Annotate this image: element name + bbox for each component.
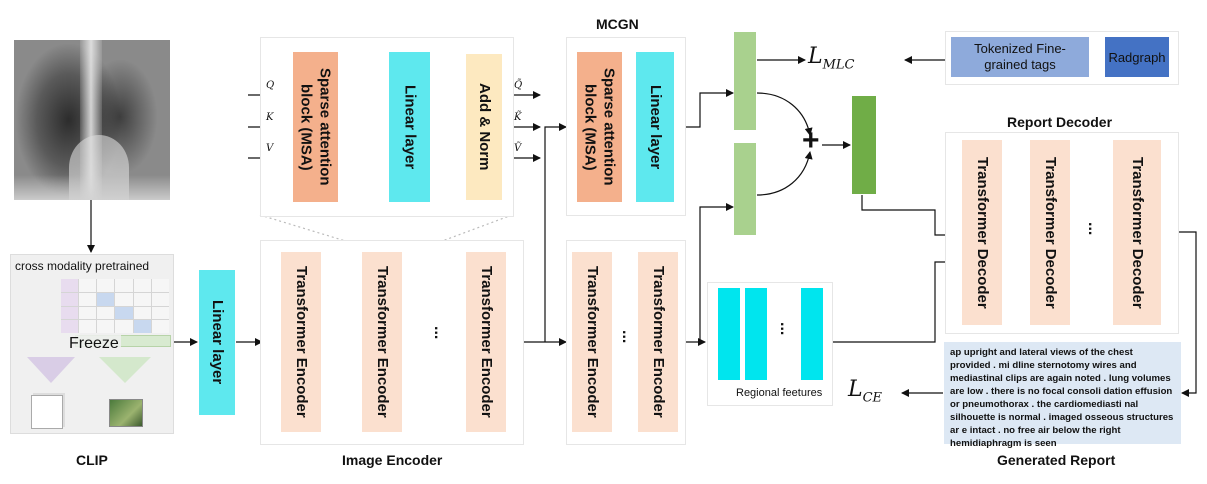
mcgn-encoder-block-1: Transformer Encoder (572, 252, 612, 432)
output-v-label: Ṽ (514, 143, 522, 154)
mlc-loss-label: LMLC (808, 44, 855, 73)
arrow-mcgn-to-green-bottom (699, 203, 734, 342)
mcgn-title: MCGN (596, 16, 639, 32)
clip-similarity-grid (61, 279, 169, 333)
mcgn-encoder-ellipsis: ... (619, 330, 636, 344)
clip-overlay-title: cross modality pretrained (15, 259, 150, 273)
arrow-decoder-to-report (1168, 231, 1197, 397)
sparse-msa-block: Sparse attention block (MSA) (293, 52, 338, 202)
arrow-curve-top-to-plus (756, 92, 813, 136)
arrow-darkgreen-to-decoder (861, 195, 959, 239)
radgraph-box: Radgraph (1105, 37, 1169, 77)
clip-image-thumbnail-icon (109, 399, 143, 427)
clip-text-document-icon (31, 395, 63, 429)
image-encoder-block-n: Transformer Encoder (466, 252, 506, 432)
arrow-curve-bottom-to-plus (756, 151, 813, 196)
regional-feature-bar-1 (718, 288, 740, 380)
image-encoder-caption: Image Encoder (342, 452, 443, 468)
ce-loss-label: LCE (848, 377, 883, 406)
green-feature-bar-top (734, 32, 756, 130)
mcgn-encoder-block-n: Transformer Encoder (638, 252, 678, 432)
mcgn-msa-block: Sparse attention block (MSA) (577, 52, 622, 202)
decoder-block-n: Transformer Decoder (1113, 140, 1161, 325)
arrow-regional-to-decoder (832, 258, 959, 343)
plus-symbol: + (802, 124, 820, 157)
dotted-zoom-left (259, 214, 386, 254)
decoder-block-1: Transformer Decoder (962, 140, 1002, 325)
generated-report-box: ap upright and lateral views of the ches… (944, 342, 1181, 449)
arrow-branch-to-mcgn-top (544, 123, 567, 342)
fused-feature-bar (852, 96, 876, 194)
tokenized-tags-box: Tokenized Fine-grained tags (951, 37, 1089, 77)
chest-xray-image (14, 40, 170, 200)
add-norm-block: Add & Norm (466, 54, 502, 200)
regional-ellipsis: ... (777, 322, 794, 336)
image-encoder-ellipsis: ... (431, 326, 448, 340)
input-v-label: V (266, 143, 274, 154)
regional-feature-bar-2 (745, 288, 767, 380)
clip-freeze-label: Freeze (67, 335, 121, 353)
decoder-block-2: Transformer Decoder (1030, 140, 1070, 325)
image-encoder-block-2: Transformer Encoder (362, 252, 402, 432)
clip-text-encoder-icon (27, 357, 75, 383)
linear-layer-block: Linear layer (199, 270, 235, 415)
decoder-ellipsis: ... (1085, 222, 1102, 236)
mcgn-linear-layer: Linear layer (636, 52, 674, 202)
arrow-mcgn-to-green-top (684, 89, 734, 128)
generated-report-text: ap upright and lateral views of the ches… (950, 347, 1174, 449)
output-k-label: K̃ (514, 112, 522, 123)
report-decoder-title: Report Decoder (1007, 114, 1113, 130)
clip-panel: cross modality pretrained Freeze (10, 254, 174, 434)
output-q-label: Q̃ (514, 80, 523, 91)
clip-image-encoder-icon (99, 357, 151, 383)
regional-feature-bar-n (801, 288, 823, 380)
image-encoder-block-1: Transformer Encoder (281, 252, 321, 432)
sparse-linear-layer: Linear layer (389, 52, 430, 202)
generated-report-caption: Generated Report (997, 452, 1116, 468)
green-feature-bar-bottom (734, 143, 756, 235)
input-k-label: K (266, 112, 274, 123)
clip-caption: CLIP (76, 452, 108, 468)
regional-features-caption: Regional feetures (736, 387, 823, 399)
input-q-label: Q (266, 80, 275, 91)
